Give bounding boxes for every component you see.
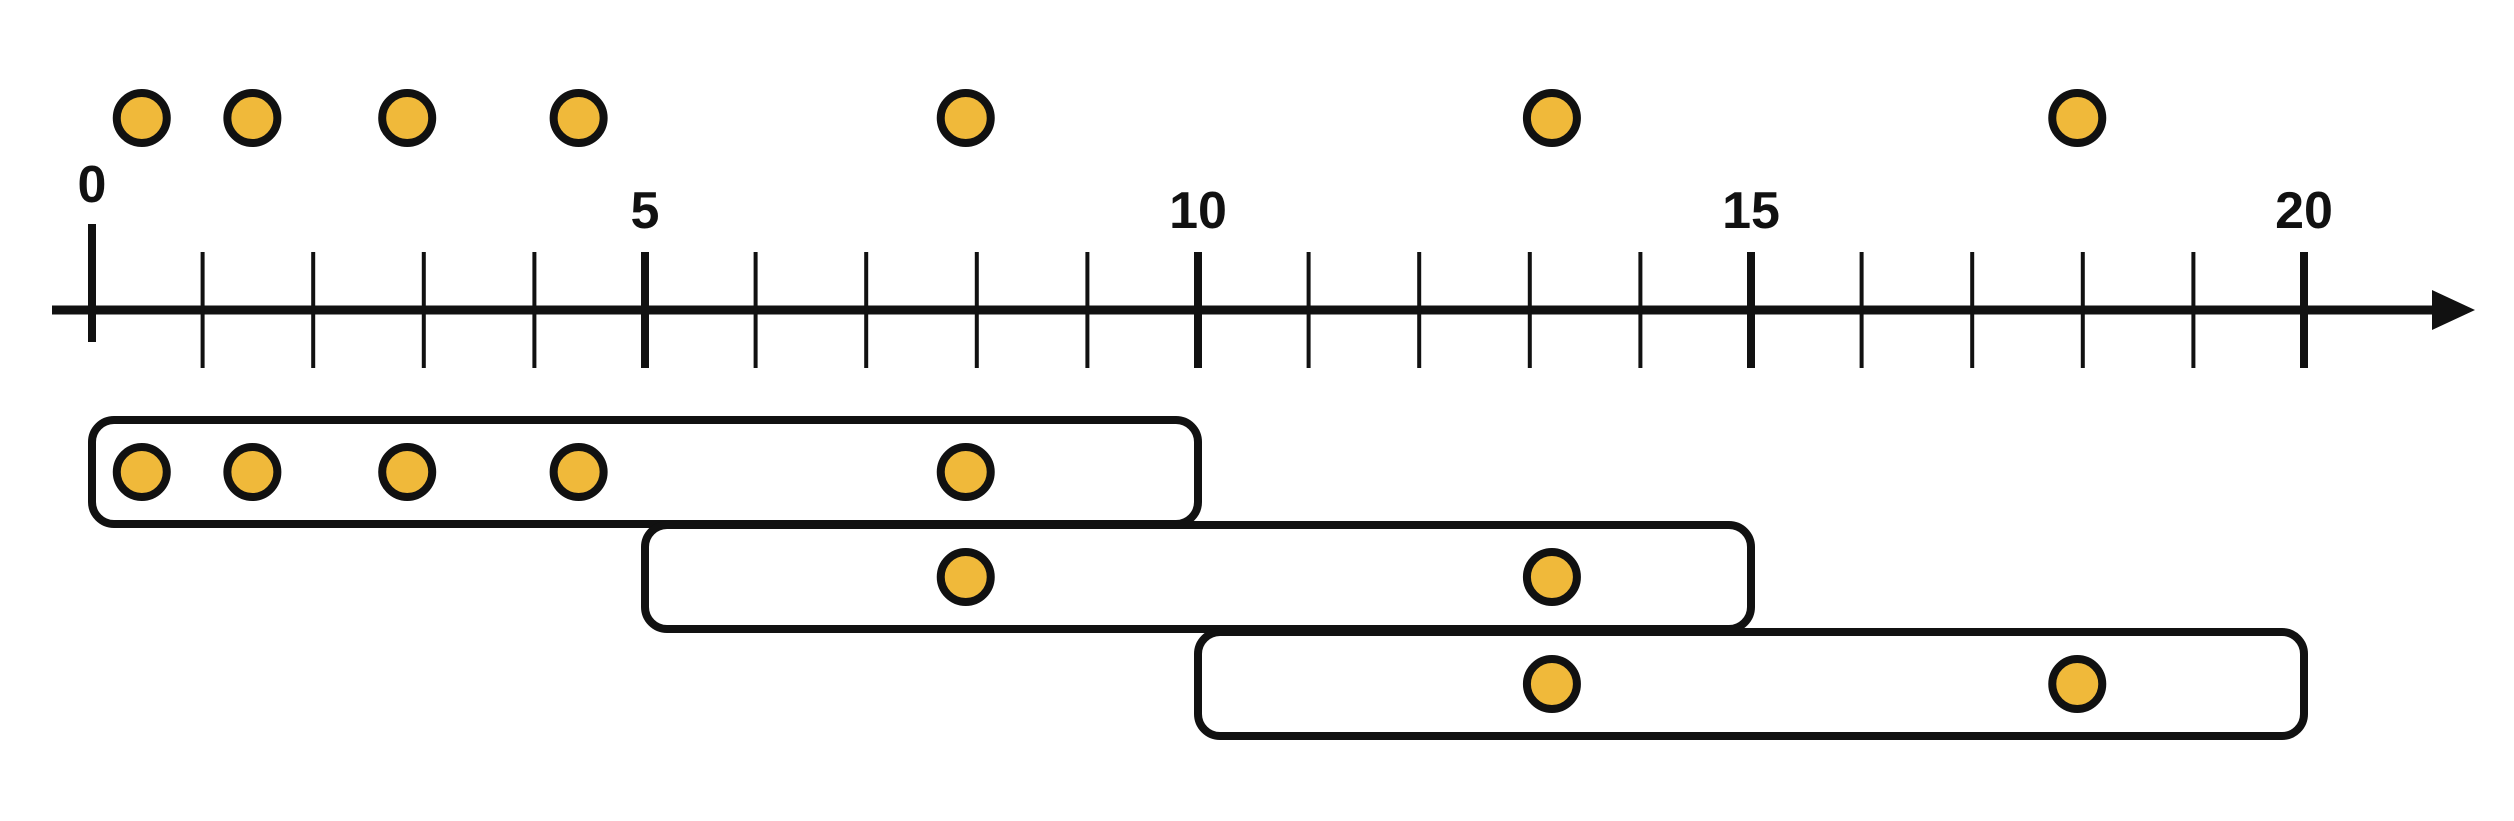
window-point <box>2048 655 2107 713</box>
window-point <box>1522 655 1581 713</box>
tick-labels: 0 5 10 15 20 <box>78 156 2333 240</box>
data-point <box>2048 89 2107 147</box>
axis-arrow-head <box>2432 290 2475 330</box>
window-point <box>936 443 995 501</box>
data-points <box>112 89 2107 713</box>
tick-label: 10 <box>1169 182 1227 240</box>
data-point <box>112 89 171 147</box>
tick-label: 20 <box>2275 182 2333 240</box>
window-point <box>223 443 282 501</box>
window-point <box>549 443 608 501</box>
window-point <box>378 443 437 501</box>
window-box <box>641 521 1755 633</box>
ticks <box>88 224 2308 368</box>
number-line: 0 5 10 15 20 <box>52 156 2475 368</box>
windows-layer <box>88 416 2308 740</box>
tick-label: 15 <box>1722 182 1780 240</box>
window-point <box>936 548 995 606</box>
tick-label: 0 <box>78 156 107 214</box>
data-point <box>549 89 608 147</box>
data-point <box>1522 89 1581 147</box>
window-box <box>1194 628 2308 740</box>
tick-label: 5 <box>631 182 660 240</box>
data-point <box>223 89 282 147</box>
window-point <box>1522 548 1581 606</box>
data-point <box>378 89 437 147</box>
window-box <box>88 416 1202 528</box>
window-point <box>112 443 171 501</box>
data-point <box>936 89 995 147</box>
